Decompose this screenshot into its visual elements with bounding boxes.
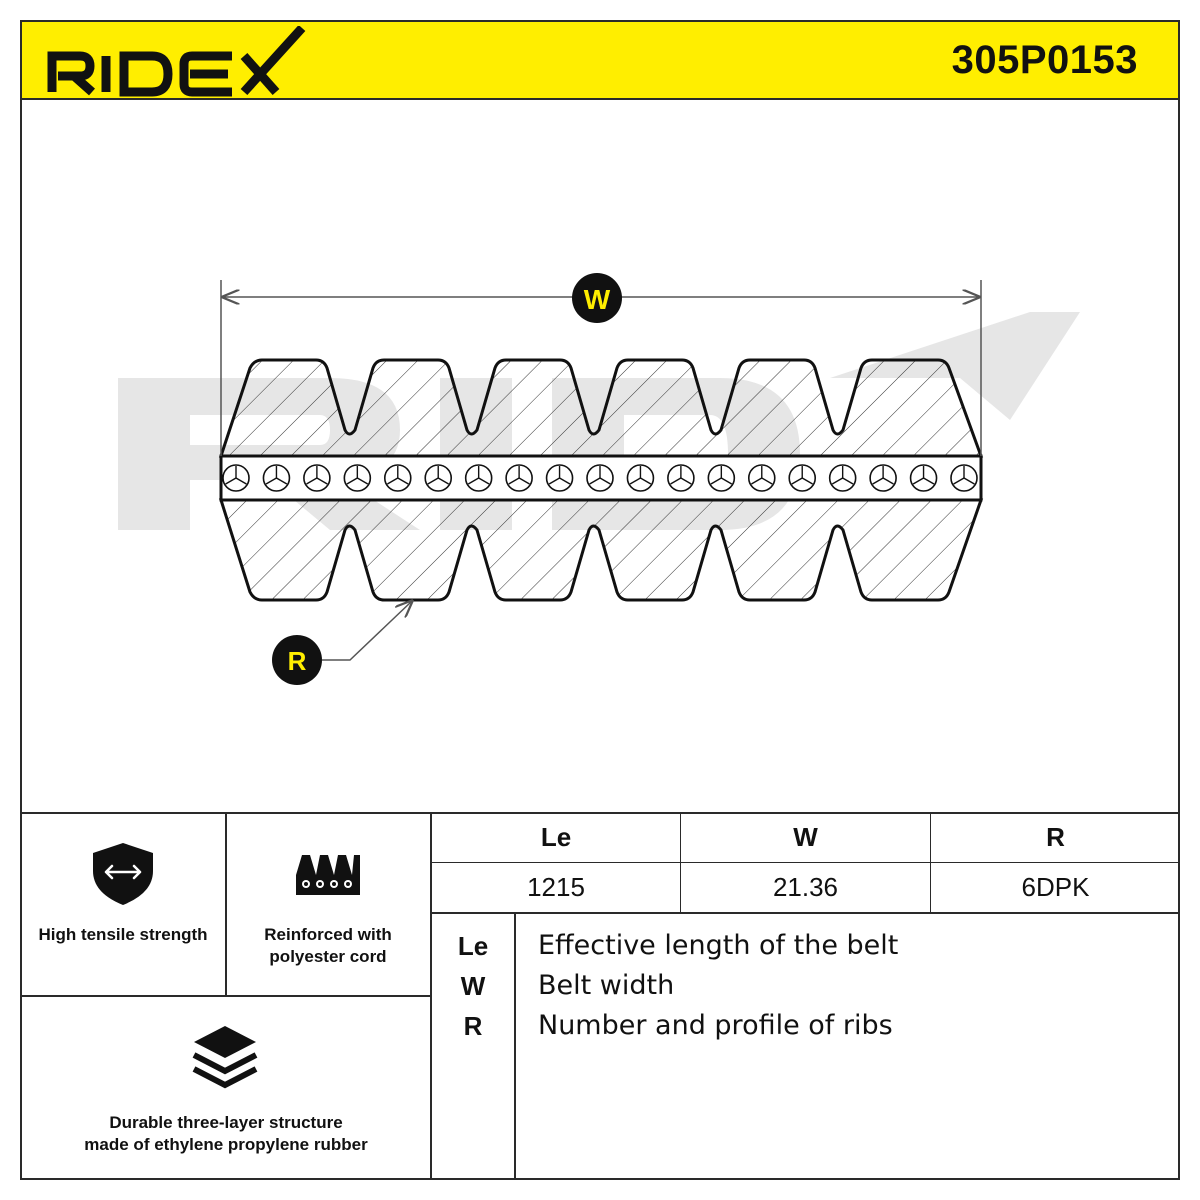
feature-label-structure-line: Durable three-layer structure	[109, 1113, 343, 1132]
cord-circle	[505, 464, 533, 492]
feature-label-tensile: High tensile strength	[38, 925, 208, 944]
header-bar: 305P0153	[20, 20, 1180, 100]
cord-circle	[747, 464, 776, 492]
legend-key-r: R	[463, 1011, 483, 1041]
cord-circle	[788, 464, 817, 492]
ribs-marker-label: R	[288, 646, 307, 676]
divider	[430, 862, 1180, 863]
divider	[930, 812, 931, 912]
spec-value-w: 21.36	[772, 872, 839, 902]
legend-key-le: Le	[457, 931, 489, 961]
cord-circle	[464, 464, 493, 492]
belt-cord-icon	[296, 855, 360, 895]
legend-desc-r: Number and profile of ribs	[538, 1010, 893, 1041]
divider	[514, 912, 516, 1180]
ribs-leader-line	[322, 601, 412, 661]
ridex-logo	[47, 26, 306, 97]
cord-circle	[909, 464, 938, 492]
cord-circle	[424, 464, 453, 492]
spec-header-w: W	[793, 822, 818, 852]
feature-label-structure-line: made of ethylene propylene rubber	[84, 1135, 368, 1154]
legend-key-w: W	[460, 971, 486, 1001]
divider	[20, 995, 432, 997]
cord-circle	[869, 464, 897, 492]
cord-circle	[262, 464, 291, 492]
width-marker-label: W	[584, 284, 611, 315]
part-number: 305P0153	[951, 38, 1138, 82]
spec-header-r: R	[1046, 822, 1065, 852]
divider	[225, 812, 227, 996]
cord-circle	[667, 464, 695, 492]
cord-circle	[950, 464, 978, 492]
polyester-cords	[222, 464, 978, 492]
spec-value-le: 1215	[527, 872, 585, 902]
feature-label-structure: Durable three-layer structure made of et…	[22, 1112, 430, 1156]
divider	[20, 812, 1180, 814]
spec-header-le: Le	[540, 822, 572, 852]
spec-value-r: 6DPK	[1021, 872, 1090, 902]
cord-circle	[303, 464, 331, 492]
cord-circle	[343, 464, 372, 492]
cord-circle	[707, 464, 736, 492]
legend-desc-le: Effective length of the belt	[538, 930, 899, 961]
belt-cross-section-drawing: W R	[118, 273, 1080, 685]
feature-label-cord-line: polyester cord	[269, 947, 387, 966]
divider	[430, 912, 1180, 914]
feature-label-cord: Reinforced with polyester cord	[228, 924, 428, 968]
width-marker-circle	[572, 273, 622, 323]
divider	[680, 812, 681, 912]
cord-circle	[222, 464, 250, 492]
legend-desc-w: Belt width	[538, 970, 675, 1001]
feature-label-cord-line: Reinforced with	[264, 925, 392, 944]
layers-icon	[192, 1026, 258, 1089]
cord-circle	[545, 464, 574, 492]
cord-circle	[828, 464, 857, 492]
cord-circle	[383, 464, 412, 492]
cord-circle	[626, 464, 655, 492]
cord-circle	[586, 464, 614, 492]
shield-arrows-icon	[93, 843, 153, 905]
ribs-marker-circle	[272, 635, 322, 685]
